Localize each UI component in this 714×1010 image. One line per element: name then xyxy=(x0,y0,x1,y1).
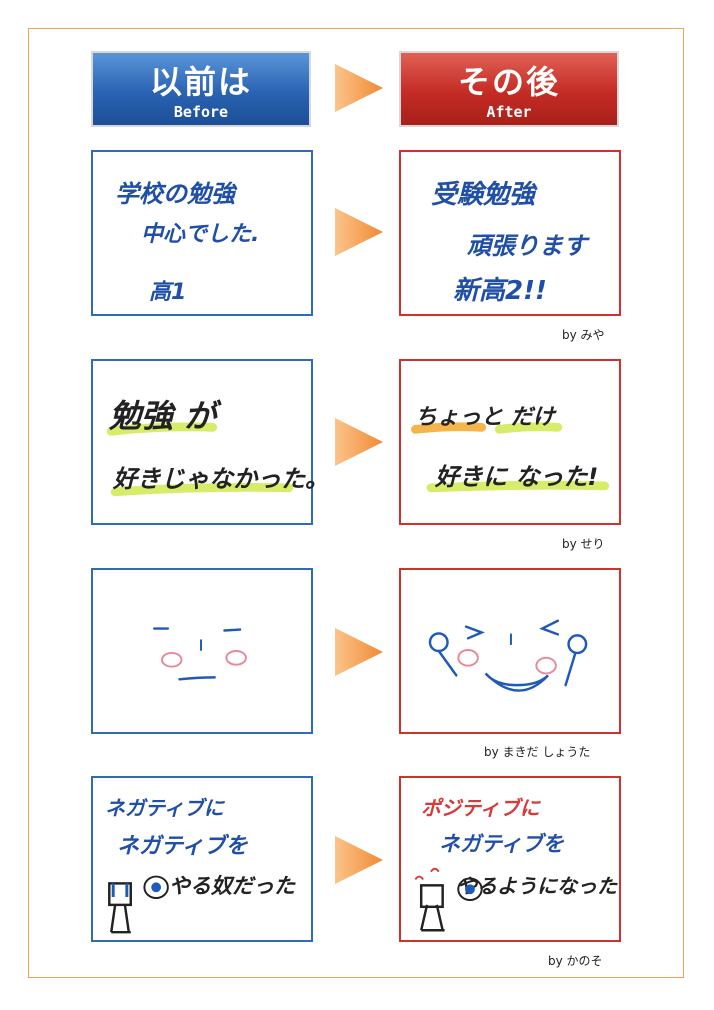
after-card-1: 受験勉強 頑張ります 新高2!! xyxy=(399,150,621,316)
handwriting-line: 勉強 が xyxy=(109,397,217,435)
credit-label: by かのそ xyxy=(548,954,603,968)
credit-label: by まきだ しょうた xyxy=(484,745,591,759)
highlight-strokes xyxy=(410,422,610,493)
handwriting-line: 新高2!! xyxy=(453,276,547,306)
stick-figure-drawing xyxy=(414,867,483,932)
arrow-right-icon xyxy=(335,208,383,256)
before-header-title: 以前は xyxy=(149,63,252,101)
page-frame xyxy=(28,28,684,978)
after-card-4: ポジティブに ネガティブを やるようになった xyxy=(399,776,621,942)
handwriting-line: やる奴だった xyxy=(169,874,295,898)
highlight-strokes xyxy=(106,422,294,497)
before-header: 以前は Before xyxy=(91,51,311,127)
credit-label: by みや xyxy=(562,328,605,342)
handwriting-line: やるようになった xyxy=(457,874,617,898)
arrow-right-icon xyxy=(335,418,383,466)
handwriting-line: ネガティブを xyxy=(439,832,564,856)
handwriting-line: 高1 xyxy=(149,280,187,305)
after-header: その後 After xyxy=(399,51,619,127)
handwriting-line: ネガティブを xyxy=(117,834,248,859)
neutral-face-drawing xyxy=(152,627,247,681)
before-header-sub: Before xyxy=(173,103,229,121)
handwriting-line: 好きじゃなかった。 xyxy=(113,465,329,493)
before-card-4: ネガティブに ネガティブを やる奴だった xyxy=(91,776,313,942)
after-header-title: その後 xyxy=(457,63,560,101)
before-card-2: 勉強 が 好きじゃなかった。 xyxy=(91,359,329,525)
handwriting-line: ネガティブに xyxy=(105,796,224,820)
credit-label: by せり xyxy=(562,537,605,551)
handwriting-line: ちょっと だけ xyxy=(415,405,555,430)
handwriting-line: ポジティブに xyxy=(421,796,540,820)
arrow-right-icon xyxy=(335,836,383,884)
handwriting-line: 受験勉強 xyxy=(431,180,536,210)
handwriting-line: 頑張ります xyxy=(467,232,587,260)
handwriting-line: 学校の勉強 xyxy=(115,180,235,208)
arrow-right-icon xyxy=(335,628,383,676)
arrow-right-icon xyxy=(335,64,383,112)
handwriting-line: 好きに なった! xyxy=(435,463,599,491)
handwriting-line: 中心でした. xyxy=(141,222,260,247)
after-card-3 xyxy=(399,568,621,734)
before-card-1: 学校の勉強 中心でした. 高1 xyxy=(91,150,313,316)
after-card-2: ちょっと だけ 好きに なった! xyxy=(399,359,621,525)
smiling-face-drawing xyxy=(428,619,588,692)
after-header-sub: After xyxy=(486,103,532,121)
stick-figure-drawing xyxy=(108,875,169,934)
before-card-3 xyxy=(91,568,313,734)
